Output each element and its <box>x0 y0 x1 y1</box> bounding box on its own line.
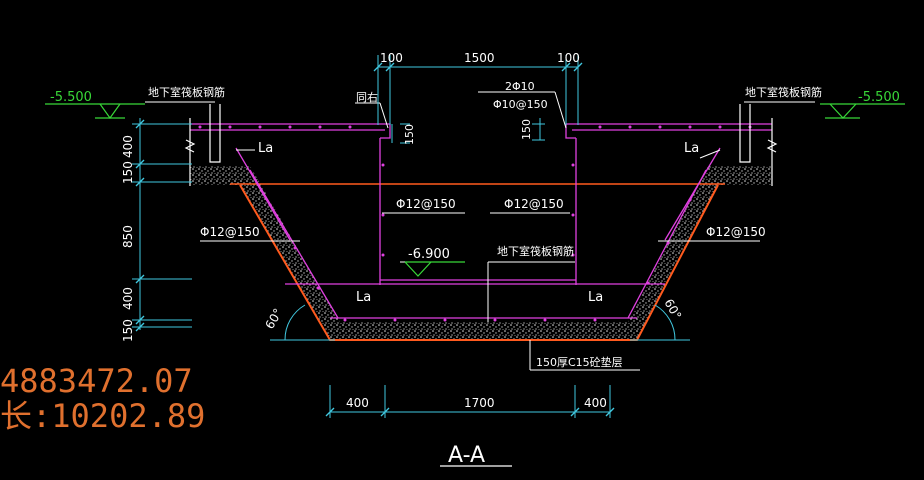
raft-rebar-label-left: 地下室筏板钢筋 <box>148 85 225 99</box>
wall-bars <box>184 104 778 186</box>
cushion-label: 150厚C15砼垫层 <box>536 355 623 369</box>
rebar-left-top <box>190 123 391 139</box>
left-dim-150-bottom: 150 <box>121 319 135 342</box>
level-symbols <box>45 103 905 277</box>
right-wall-bar <box>739 104 751 163</box>
top-dim-left: 100 <box>380 51 403 65</box>
raft-rebar-label-right: 地下室筏板钢筋 <box>745 85 822 99</box>
coord-line-2: 长:10202.89 <box>0 397 205 435</box>
bottom-dim-left: 400 <box>346 396 369 410</box>
top-dim-middle: 1500 <box>464 51 495 65</box>
left-dim-400-bottom: 400 <box>121 287 135 310</box>
cushion-left-shelf <box>190 166 250 185</box>
section-title: A-A <box>448 443 485 468</box>
bar-mid-right-label: Φ12@150 <box>504 197 564 211</box>
la-top-left: La <box>258 141 273 156</box>
rebar-left-slope-inner <box>235 147 291 241</box>
level-bottom: -6.900 <box>408 247 450 262</box>
rebar-right-slope-inner <box>664 147 721 241</box>
level-right: -5.500 <box>858 90 900 105</box>
angle-arc-left <box>284 304 306 341</box>
rebar-dots <box>198 125 752 322</box>
top-bars-label: 2Φ10 <box>505 80 535 93</box>
angle-right: 60° <box>661 297 684 322</box>
top-dim-right: 100 <box>557 51 580 65</box>
bottom-dim-middle: 1700 <box>464 396 495 410</box>
rebar-right-top <box>565 123 772 139</box>
side-dim-150-right: 150 <box>520 119 533 140</box>
concrete-cushion-layer <box>190 166 772 341</box>
la-bottom-right: La <box>588 290 603 305</box>
raft-rebar-label-bottom: 地下室筏板钢筋 <box>497 244 574 258</box>
stirrup-label: Φ10@150 <box>493 98 548 111</box>
texts: -5.500 -5.500 -6.900 地下室筏板钢筋 地下室筏板钢筋 地下室… <box>0 51 900 468</box>
rebar-lines <box>190 123 772 319</box>
la-top-right: La <box>684 141 699 156</box>
coord-line-1: 4883472.07 <box>0 362 193 400</box>
bottom-dim-right: 400 <box>584 396 607 410</box>
left-wall-bar <box>209 104 221 163</box>
bar-right-slope-label: Φ12@150 <box>706 225 766 239</box>
la-bottom-left: La <box>356 290 371 305</box>
level-left: -5.500 <box>50 90 92 105</box>
dimension-ticks <box>135 62 615 417</box>
angle-arc-right <box>654 304 676 341</box>
left-dim-850: 850 <box>121 225 135 248</box>
bar-mid-left-label: Φ12@150 <box>396 197 456 211</box>
side-dim-150-left: 150 <box>403 124 416 145</box>
left-dim-400-top: 400 <box>121 135 135 158</box>
cushion-right-shelf <box>708 166 772 185</box>
left-dim-150-top: 150 <box>121 161 135 184</box>
left-break-mark <box>184 139 196 153</box>
right-break-mark <box>766 139 778 153</box>
rebar-left-slope <box>249 169 339 319</box>
leader-lines <box>145 91 815 371</box>
same-as-label: 同右 <box>356 90 378 104</box>
bar-left-slope-label: Φ12@150 <box>200 225 260 239</box>
cushion-outline <box>239 184 719 341</box>
angle-left: 60° <box>262 306 285 331</box>
